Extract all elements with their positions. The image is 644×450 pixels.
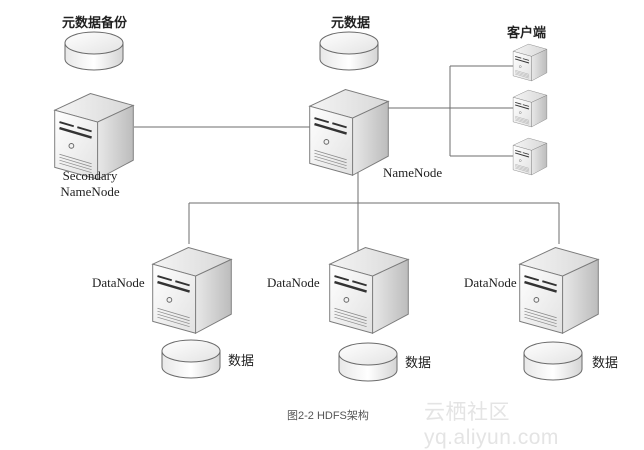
datanode-2-server-icon [328, 246, 410, 335]
datanode-2-storage-label: 数据 [405, 355, 432, 370]
hdfs-architecture-diagram [53, 31, 600, 382]
client-label: 客户端 [507, 25, 547, 40]
watermark: 云栖社区 yq.aliyun.com [424, 401, 559, 449]
datanode-3-storage-icon [523, 341, 583, 381]
figure-caption: 图2-2 HDFS架构 [287, 410, 369, 422]
connection-lines [134, 65, 560, 254]
metadata-label: 元数据 [331, 15, 371, 30]
datanode-3-label: DataNode [464, 275, 517, 290]
datanode-3-server-icon [518, 246, 600, 335]
namenode-label: NameNode [383, 165, 443, 180]
datanode-2-label: DataNode [267, 275, 320, 290]
metadata-backup-label: 元数据备份 [62, 15, 128, 30]
datanode-3-storage-label: 数据 [592, 355, 619, 370]
metadata-storage-icon [319, 31, 379, 71]
client-1-server-icon [512, 43, 548, 82]
client-2-server-icon [512, 89, 548, 128]
datanode-1-storage-label: 数据 [228, 353, 255, 368]
client-3-server-icon [512, 137, 548, 176]
datanode-1-label: DataNode [92, 275, 145, 290]
secondary-namenode-label-line2: NameNode [60, 184, 120, 199]
datanode-2-storage-icon [338, 342, 398, 382]
secondary-namenode-label-line1: Secondary [62, 168, 118, 183]
datanode-1-server-icon [151, 246, 233, 335]
namenode-server-icon [308, 88, 390, 177]
datanode-1-storage-icon [161, 339, 221, 379]
metadata-backup-storage-icon [64, 31, 124, 71]
secondary-namenode-server-icon [53, 92, 135, 181]
